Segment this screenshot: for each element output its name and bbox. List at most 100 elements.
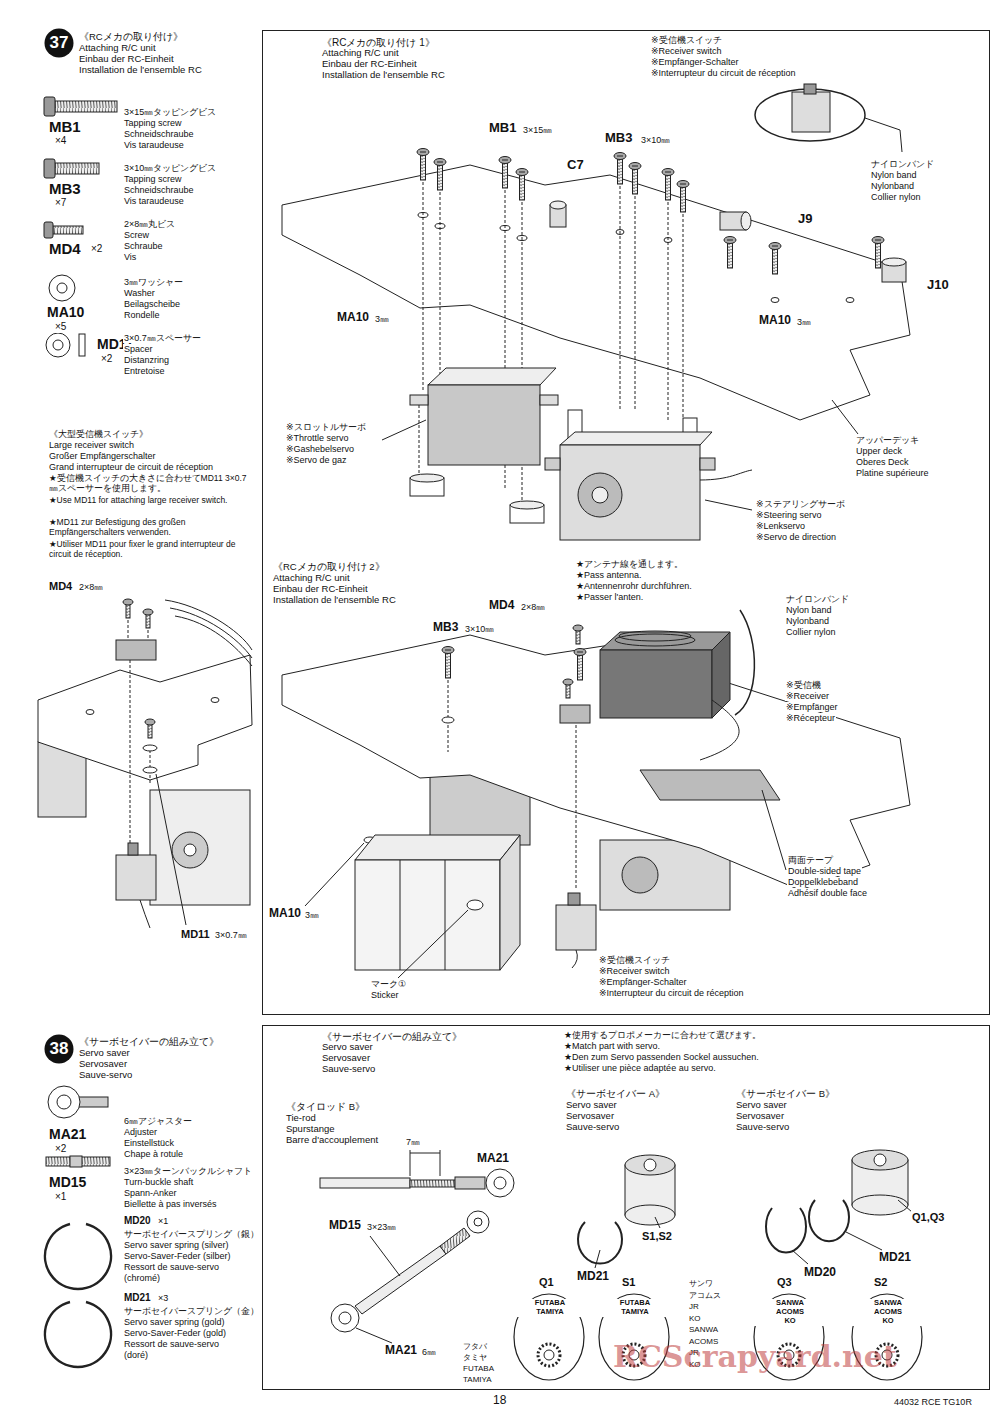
caption-text: 《サーボセイバー A》 [565, 1089, 666, 1100]
caption-text: Servo saver spring (silver) [123, 1240, 230, 1250]
drawing-line [419, 405, 420, 474]
drawing-line [735, 610, 754, 715]
part-code: MD11 [180, 928, 211, 941]
drawing-line [382, 420, 426, 440]
step-heading: Attaching R/C unit [321, 48, 400, 59]
caption-text: Collier nylon [870, 192, 922, 202]
drawing-line [625, 1205, 675, 1225]
caption-text: 44032 RCE TG10R [893, 1397, 973, 1407]
step-number: 37 [271, 43, 303, 75]
drawing-line [741, 212, 751, 230]
caption-text: 《大型受信機スイッチ》 [48, 429, 149, 439]
caption-text: Sticker [370, 990, 400, 1000]
caption-text: Sauve-servo [735, 1122, 790, 1133]
drawing-line [356, 1328, 392, 1343]
drawing-line [53, 226, 83, 234]
caption-text: ※スロットルサーボ [285, 422, 367, 432]
caption-text: Barre d'accouplement [285, 1135, 379, 1146]
drawing-line [804, 84, 816, 94]
caption-text: ×1 [54, 1191, 67, 1203]
drawing-line [578, 1222, 622, 1264]
drawing-line [440, 1150, 441, 1176]
drawing-line [140, 900, 150, 928]
drawing-line [622, 857, 658, 893]
caption-text: 6㎜ [421, 1347, 437, 1357]
drawing-line [440, 1228, 470, 1254]
caption-text: ※Throttle servo [285, 433, 350, 443]
part-code: J10 [926, 278, 950, 293]
drawing-line [846, 1232, 882, 1250]
drawing-line [865, 118, 902, 152]
step-number-text: 37 [44, 28, 74, 58]
drawing-line [86, 710, 94, 715]
caption-text: KO [688, 1314, 702, 1323]
part-code: MD21 [576, 1270, 610, 1284]
caption-text: ★受信機スイッチの大きさに合わせてMD11 3×0.7㎜スペーサーを使用します。 [48, 474, 255, 494]
caption-text: ※Empfänger-Schalter [650, 57, 740, 67]
caption-text: Upper deck [855, 446, 903, 456]
caption-text: サンワ [688, 1279, 714, 1288]
drawing-line [46, 1157, 110, 1166]
caption-text: マーク① [370, 979, 407, 989]
caption-text: Adjuster [123, 1127, 158, 1137]
caption-text: Schneidschraube [123, 185, 195, 195]
drawing-line [410, 1150, 411, 1176]
caption-text: Tapping screw [123, 174, 183, 184]
drawing-line [700, 700, 739, 760]
caption-text: 3㎜ [304, 910, 320, 920]
drawing-line [282, 165, 910, 420]
part-code: Q1 [538, 1276, 555, 1289]
caption-text: ×3 [157, 1293, 169, 1303]
caption-text: Collier nylon [785, 627, 837, 637]
part-code: MD20 [803, 1266, 837, 1280]
drawing-line [556, 905, 596, 950]
drawing-line [434, 159, 446, 191]
caption-text: Spurstange [285, 1124, 336, 1135]
caption-text: Servo-Saver-Feder (silber) [123, 1251, 232, 1261]
caption-text: TAMIYA [462, 1375, 493, 1384]
drawing-line [677, 181, 689, 213]
drawing-line [45, 1224, 111, 1289]
caption-text: ×2 [54, 1143, 67, 1155]
caption-text: 3㎜ワッシャー [123, 277, 184, 287]
caption-text: Servo saver [78, 1048, 131, 1059]
drawing-line [49, 275, 75, 301]
drawing-line [560, 432, 712, 445]
caption-text: ※Steering servo [755, 510, 823, 520]
drawing-line [809, 1200, 849, 1241]
drawing-line [145, 719, 155, 738]
drawing-line [128, 620, 150, 843]
drawing-line [846, 298, 854, 303]
caption-text: 6㎜アジャスター [123, 1116, 193, 1126]
drawing-line [595, 1250, 600, 1268]
drawing-line [600, 650, 712, 718]
drawing-line [211, 698, 219, 703]
drawing-line [398, 910, 468, 978]
caption-text: ★Utiliser une pièce adaptée au servo. [563, 1063, 717, 1073]
caption-text: ※Empfänger-Schalter [598, 977, 688, 987]
caption-text: 3×0.7㎜スペーサー [123, 333, 202, 343]
part-code: MD15 [328, 1219, 362, 1233]
drawing-line [44, 222, 53, 238]
caption-text: ×7 [54, 197, 67, 209]
part-code: MA10 [46, 304, 85, 320]
caption-text: Nylon band [785, 605, 833, 615]
drawing-line [592, 487, 608, 503]
caption-text: 《サーボセイバーの組み立て》 [78, 1037, 220, 1048]
step-disc [45, 29, 74, 58]
servo-saver-insert: FUTABATAMIYA [513, 1293, 585, 1381]
caption-text: アコムス [688, 1291, 722, 1300]
drawing-line [500, 835, 520, 970]
drawing-line [619, 631, 691, 641]
caption-text: ※Receiver switch [650, 46, 723, 56]
drawing-line [852, 1195, 908, 1215]
caption-text: Oberes Deck [855, 457, 910, 467]
drawing-line [70, 1156, 82, 1167]
drawing-line [486, 1169, 514, 1197]
drawing-line [150, 790, 250, 905]
drawing-line [355, 860, 500, 970]
caption-text: ×2 [100, 353, 113, 365]
caption-text: 3×15㎜ [522, 125, 553, 135]
drawing-line [568, 893, 580, 905]
insert-marking: TAMIYA [513, 1308, 587, 1317]
